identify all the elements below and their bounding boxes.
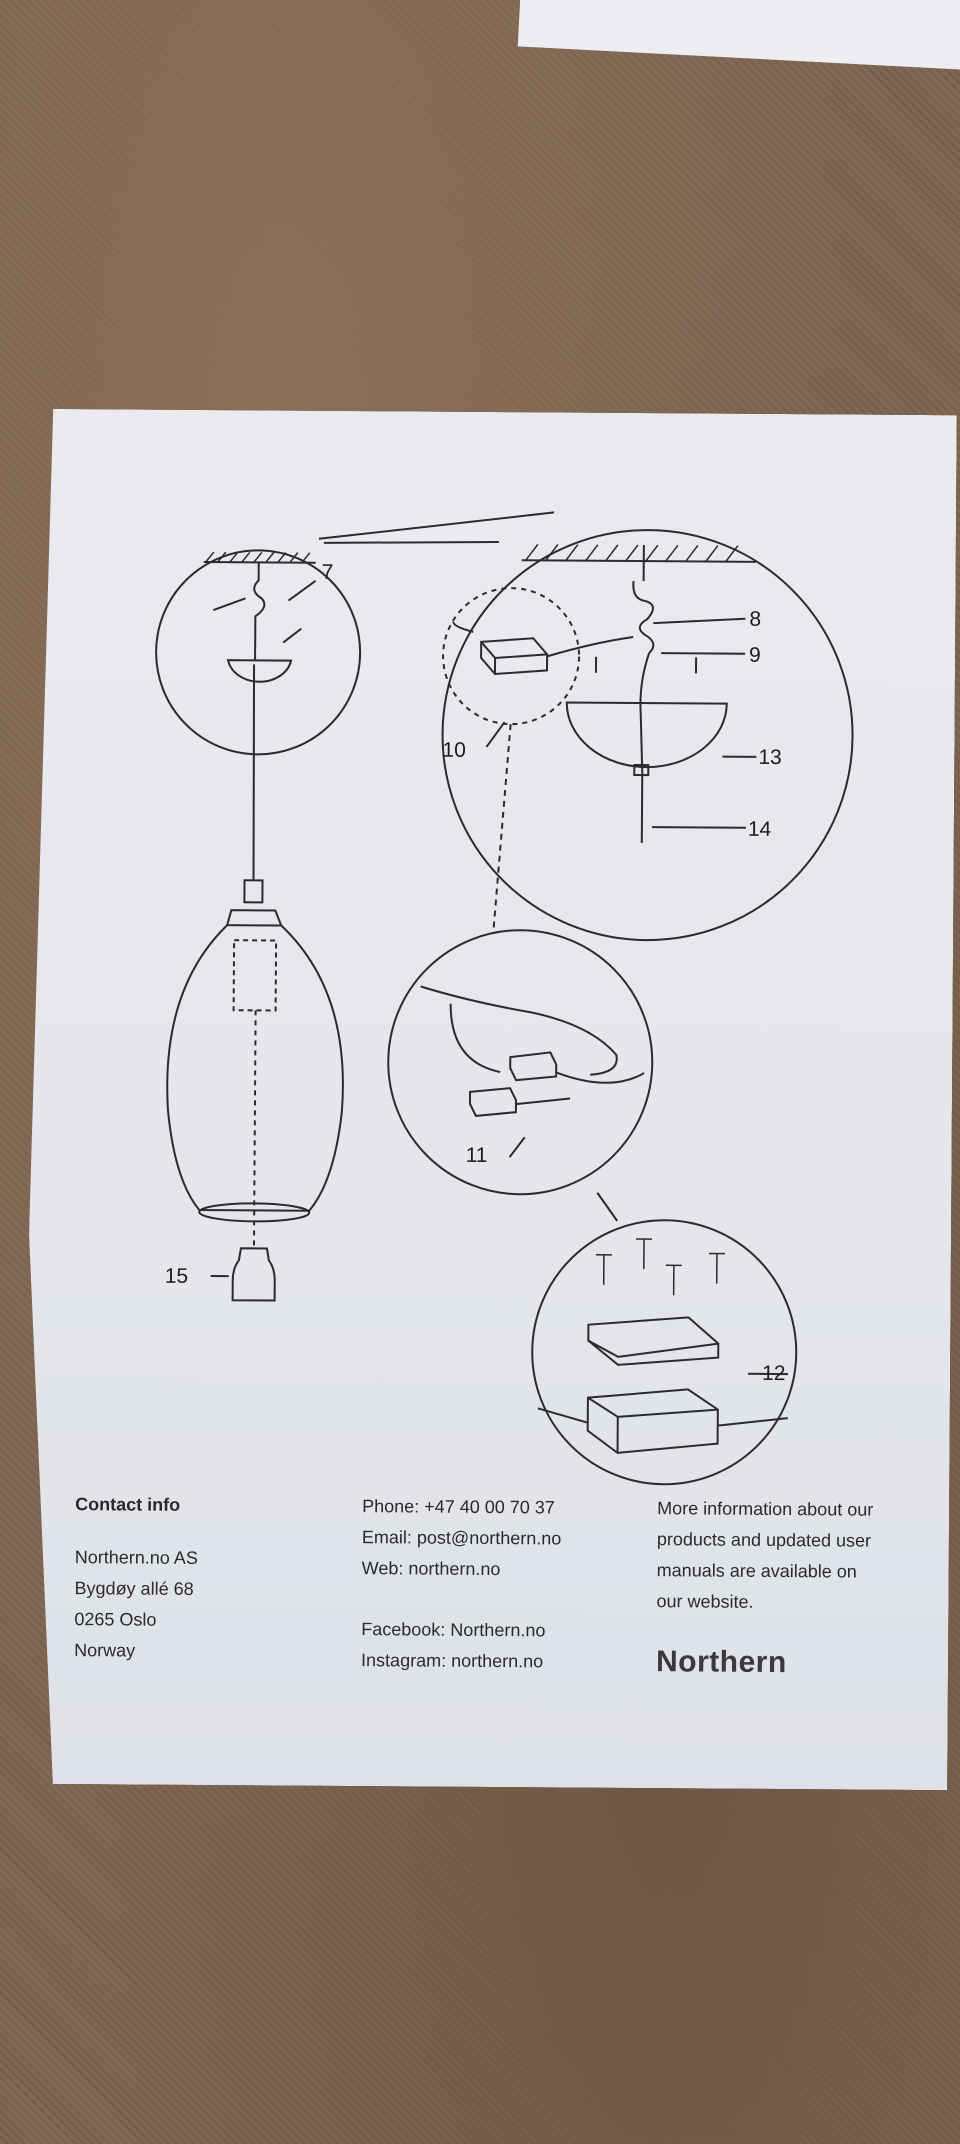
- info-column: More information about our products and …: [656, 1493, 873, 1619]
- info-line: products and updated user: [656, 1529, 872, 1551]
- info-line: More information about our: [657, 1498, 874, 1520]
- detail-circle-connectors: [387, 929, 653, 1195]
- web-text: Web: northern.no: [361, 1558, 501, 1580]
- part-label-10: 10: [442, 739, 466, 762]
- part-label-7: 7: [322, 561, 334, 584]
- facebook-text: Facebook: Northern.no: [361, 1619, 546, 1641]
- instagram-text: Instagram: northern.no: [361, 1650, 544, 1672]
- part-label-12: 12: [762, 1362, 786, 1385]
- background-paper: [517, 0, 960, 74]
- info-line: our website.: [656, 1591, 754, 1612]
- part-label-8: 8: [749, 608, 761, 631]
- contact-column: Contact info Northern.no AS Bygdøy allé …: [74, 1489, 198, 1667]
- instruction-sheet: 7 8 9 10 11 12 13 14 15 Contact info Nor…: [25, 409, 957, 1790]
- address-line: Bygdøy allé 68: [74, 1578, 194, 1599]
- phone-text: Phone: +47 40 00 70 37: [362, 1496, 555, 1518]
- detail-circle-ceiling-hook: [155, 550, 360, 755]
- address-line: 0265 Oslo: [74, 1609, 157, 1630]
- email-text: Email: post@northern.no: [361, 1527, 562, 1549]
- address-line: Norway: [74, 1640, 136, 1661]
- brand-logo: Northern: [655, 1645, 787, 1680]
- detail-circle-canopy: [441, 529, 854, 942]
- channels-column: Phone: +47 40 00 70 37 Email: post@north…: [361, 1491, 562, 1677]
- address-line: Northern.no AS: [74, 1547, 198, 1568]
- part-label-13: 13: [758, 746, 782, 769]
- contact-heading: Contact info: [75, 1494, 181, 1515]
- info-line: manuals are available on: [656, 1560, 857, 1582]
- part-label-11: 11: [466, 1144, 488, 1167]
- part-label-14: 14: [748, 818, 772, 841]
- part-label-15: 15: [165, 1265, 189, 1288]
- detail-circle-junction-box: [531, 1219, 797, 1485]
- assembly-diagram: 7 8 9 10 11 12 13 14 15: [25, 409, 957, 1790]
- part-label-9: 9: [749, 644, 761, 667]
